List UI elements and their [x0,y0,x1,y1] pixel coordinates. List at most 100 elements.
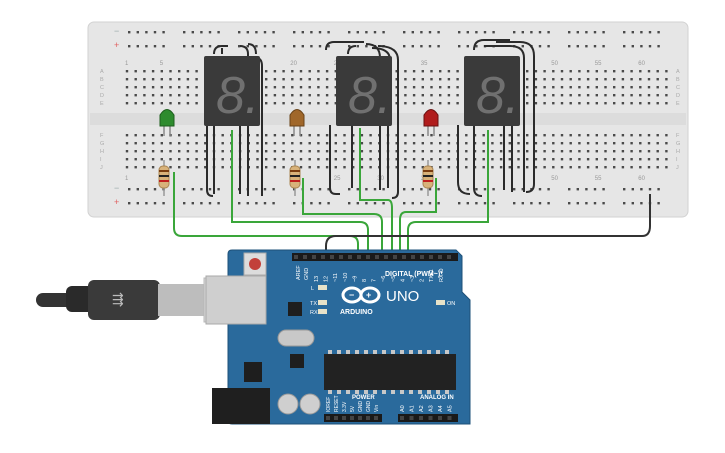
power-pin-label: RESET [334,395,340,412]
gnd-label: GND [304,268,310,280]
analog-pin-label: A3 [429,405,435,412]
rail-plus-bottom: + [114,197,119,207]
capacitor-2 [299,393,321,415]
bb-col-num-top: 1 [125,61,129,67]
usb-port [205,275,267,325]
analog-pin-label: A2 [419,405,425,412]
power-pin-label: 5V [350,405,356,412]
rail-plus-top: + [114,40,119,50]
resistor-2[interactable] [289,160,301,196]
bb-row-letter-right: A [676,69,680,75]
arduino-brand: ARDUINO [340,309,373,316]
bb-row-letter-left: F [100,133,104,139]
bb-row-letter-right: G [676,141,680,147]
analog-label: ANALOG IN [420,395,454,401]
led-tx-label: TX [310,301,317,307]
reset-button-cap[interactable] [249,258,261,270]
analog-pin-label: A0 [400,405,406,412]
atmega-chip [324,354,456,390]
digital-label: DIGITAL (PWM~) [385,271,440,278]
usb-icon: ⇶ [112,291,124,307]
wires[interactable] [173,128,651,254]
analog-pin-label: A1 [410,405,416,412]
power-pin-label: 3.3V [342,401,348,412]
bb-row-letter-left: A [100,69,104,75]
digital-pin-label: ~9 [352,276,358,282]
bb-row-letter-left: B [100,77,104,83]
bb-col-num-top: 20 [290,61,297,67]
analog-pin-label: A5 [448,405,454,412]
led-rx-label: RX [310,310,318,316]
led-on [436,300,445,305]
digital-pin-label: RX◂0 [439,269,445,282]
led-amber[interactable] [289,109,305,137]
digital-pin-label: TX▸1 [429,269,435,282]
rail-minus-top: − [114,26,119,36]
wire-green-4 [359,128,393,254]
resistor-3[interactable] [422,160,434,196]
led-red[interactable] [423,109,439,137]
chip-pins [328,350,449,394]
digital-pin-label: 8 [362,279,368,282]
seven-seg-display-2[interactable]: 8. [325,41,399,199]
led-l [318,285,327,290]
bb-row-letter-right: J [676,165,679,171]
bb-col-num-bottom: 60 [638,176,645,182]
rail-minus-bottom: − [114,183,119,193]
display-2-glyph: 8. [348,67,391,125]
digital-pin-label: ~11 [333,273,339,282]
bb-row-letter-left: E [100,101,104,107]
uno-label: UNO [386,288,419,305]
digital-pin-label: 13 [314,276,320,282]
usb-chip [288,302,302,316]
bb-row-letter-right: B [676,77,680,83]
arduino-logo-icon [341,286,381,304]
digital-pin-label: 4 [400,279,406,282]
digital-pin-label: ~10 [343,273,349,282]
small-chip [290,354,304,368]
header-holes [294,255,452,420]
bb-row-letter-left: G [100,141,104,147]
logo-plus: + [366,290,371,300]
digital-pin-label: 2 [420,279,426,282]
bb-row-letter-right: D [676,93,680,99]
seven-seg-display-3[interactable]: 8. [457,39,535,197]
bb-col-num-top: 35 [421,61,428,67]
power-pin-label: Vin [374,405,380,412]
analog-header[interactable] [398,414,458,422]
led-on-label: ON [447,301,455,307]
display-1-glyph: 8. [216,67,259,125]
bb-col-num-bottom: 50 [551,176,558,182]
bb-row-letter-left: D [100,93,104,99]
bb-col-num-top: 50 [551,61,558,67]
digital-pin-label: ~6 [381,276,387,282]
crystal [277,329,315,347]
bb-row-letter-left: H [100,149,104,155]
power-label: POWER [352,395,375,401]
display-3-glyph: 8. [476,67,519,125]
bb-row-letter-left: I [100,157,102,163]
wire-green-1 [173,172,359,254]
resistor-1[interactable] [158,160,170,196]
digital-pin-label: 12 [324,276,330,282]
power-pin-label: GND [358,401,364,413]
logo-minus: − [349,290,354,300]
bb-row-letter-left: C [100,85,104,91]
digital-pin-label: 7 [372,279,378,282]
power-jack[interactable] [212,388,270,424]
led-green[interactable] [159,109,175,137]
wire-black-gnd [325,194,651,254]
capacitor-1 [277,393,299,415]
bb-row-letter-right: H [676,149,680,155]
bb-row-letter-right: F [676,133,680,139]
power-pin-label: GND [366,401,372,413]
bb-col-num-top: 5 [160,61,164,67]
led-rx [318,309,327,314]
wire-green-2 [231,130,369,254]
seven-seg-display-1[interactable]: 8. [204,43,263,197]
